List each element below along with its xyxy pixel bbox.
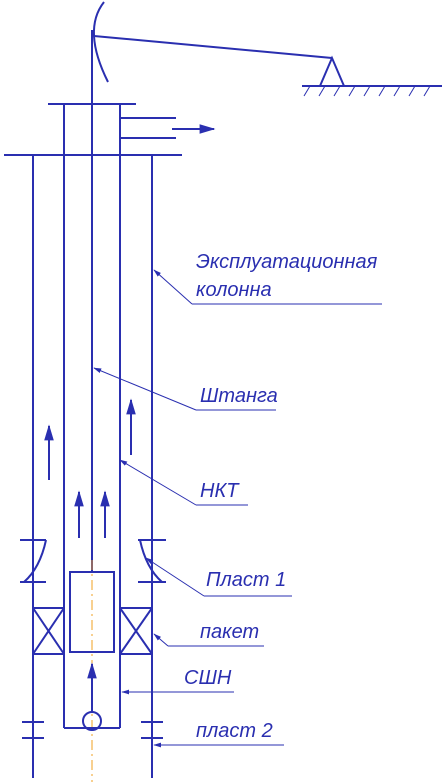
ground-hatch bbox=[303, 85, 431, 97]
label-layer2: пласт 2 bbox=[196, 720, 273, 742]
sucker-rod-pump bbox=[69, 571, 115, 653]
label-layer1: Пласт 1 bbox=[206, 569, 286, 591]
horsehead-arc bbox=[93, 1, 109, 83]
label-casing-line1: Эксплуатационная bbox=[196, 251, 378, 273]
packer-left bbox=[32, 607, 65, 655]
label-tubing: НКТ bbox=[200, 480, 240, 502]
label-rod: Штанга bbox=[200, 385, 278, 407]
pumping-unit bbox=[93, 1, 442, 97]
layer1-perforations bbox=[20, 539, 166, 583]
label-packer: пакет bbox=[200, 621, 259, 643]
beam-support-triangle bbox=[318, 55, 346, 87]
flow-arrows bbox=[44, 398, 136, 712]
label-pump: СШН bbox=[184, 667, 232, 689]
leader-lines bbox=[93, 269, 382, 748]
label-casing-line2: колонна bbox=[196, 279, 272, 301]
layer2-perforations bbox=[22, 721, 163, 739]
walking-beam bbox=[93, 35, 333, 59]
packer-right bbox=[119, 607, 153, 655]
